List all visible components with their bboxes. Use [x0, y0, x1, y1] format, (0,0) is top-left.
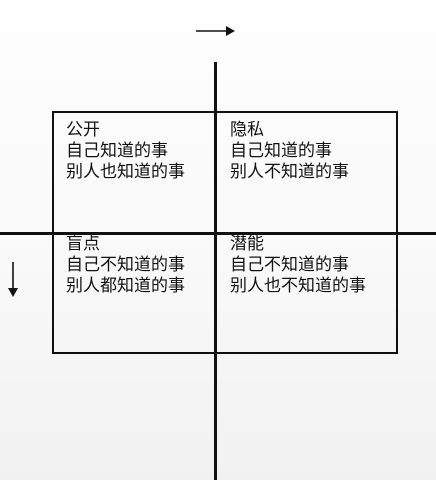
quadrant-line: 自己不知道的事	[66, 255, 185, 275]
right-arrow-icon	[196, 26, 235, 36]
vertical-axis-line	[214, 62, 217, 480]
quadrant-title: 潜能	[230, 234, 264, 254]
quadrant-line: 自己知道的事	[230, 141, 332, 161]
quadrant-open: 公开 自己知道的事 别人也知道的事	[66, 120, 185, 183]
quadrant-unknown: 潜能 自己不知道的事 别人也不知道的事	[230, 234, 366, 297]
quadrant-line: 别人也不知道的事	[230, 276, 366, 296]
quadrant-title: 盲点	[66, 234, 100, 254]
quadrant-line: 别人也知道的事	[66, 162, 185, 182]
down-arrow-icon	[8, 262, 18, 297]
quadrant-blind: 盲点 自己不知道的事 别人都知道的事	[66, 234, 185, 297]
quadrant-title: 公开	[66, 120, 100, 140]
quadrant-line: 别人都知道的事	[66, 276, 185, 296]
quadrant-title: 隐私	[230, 120, 264, 140]
quadrant-line: 别人不知道的事	[230, 162, 349, 182]
horizontal-axis-line	[0, 232, 436, 235]
quadrant-line: 自己知道的事	[66, 141, 168, 161]
quadrant-hidden: 隐私 自己知道的事 别人不知道的事	[230, 120, 349, 183]
quadrant-line: 自己不知道的事	[230, 255, 349, 275]
